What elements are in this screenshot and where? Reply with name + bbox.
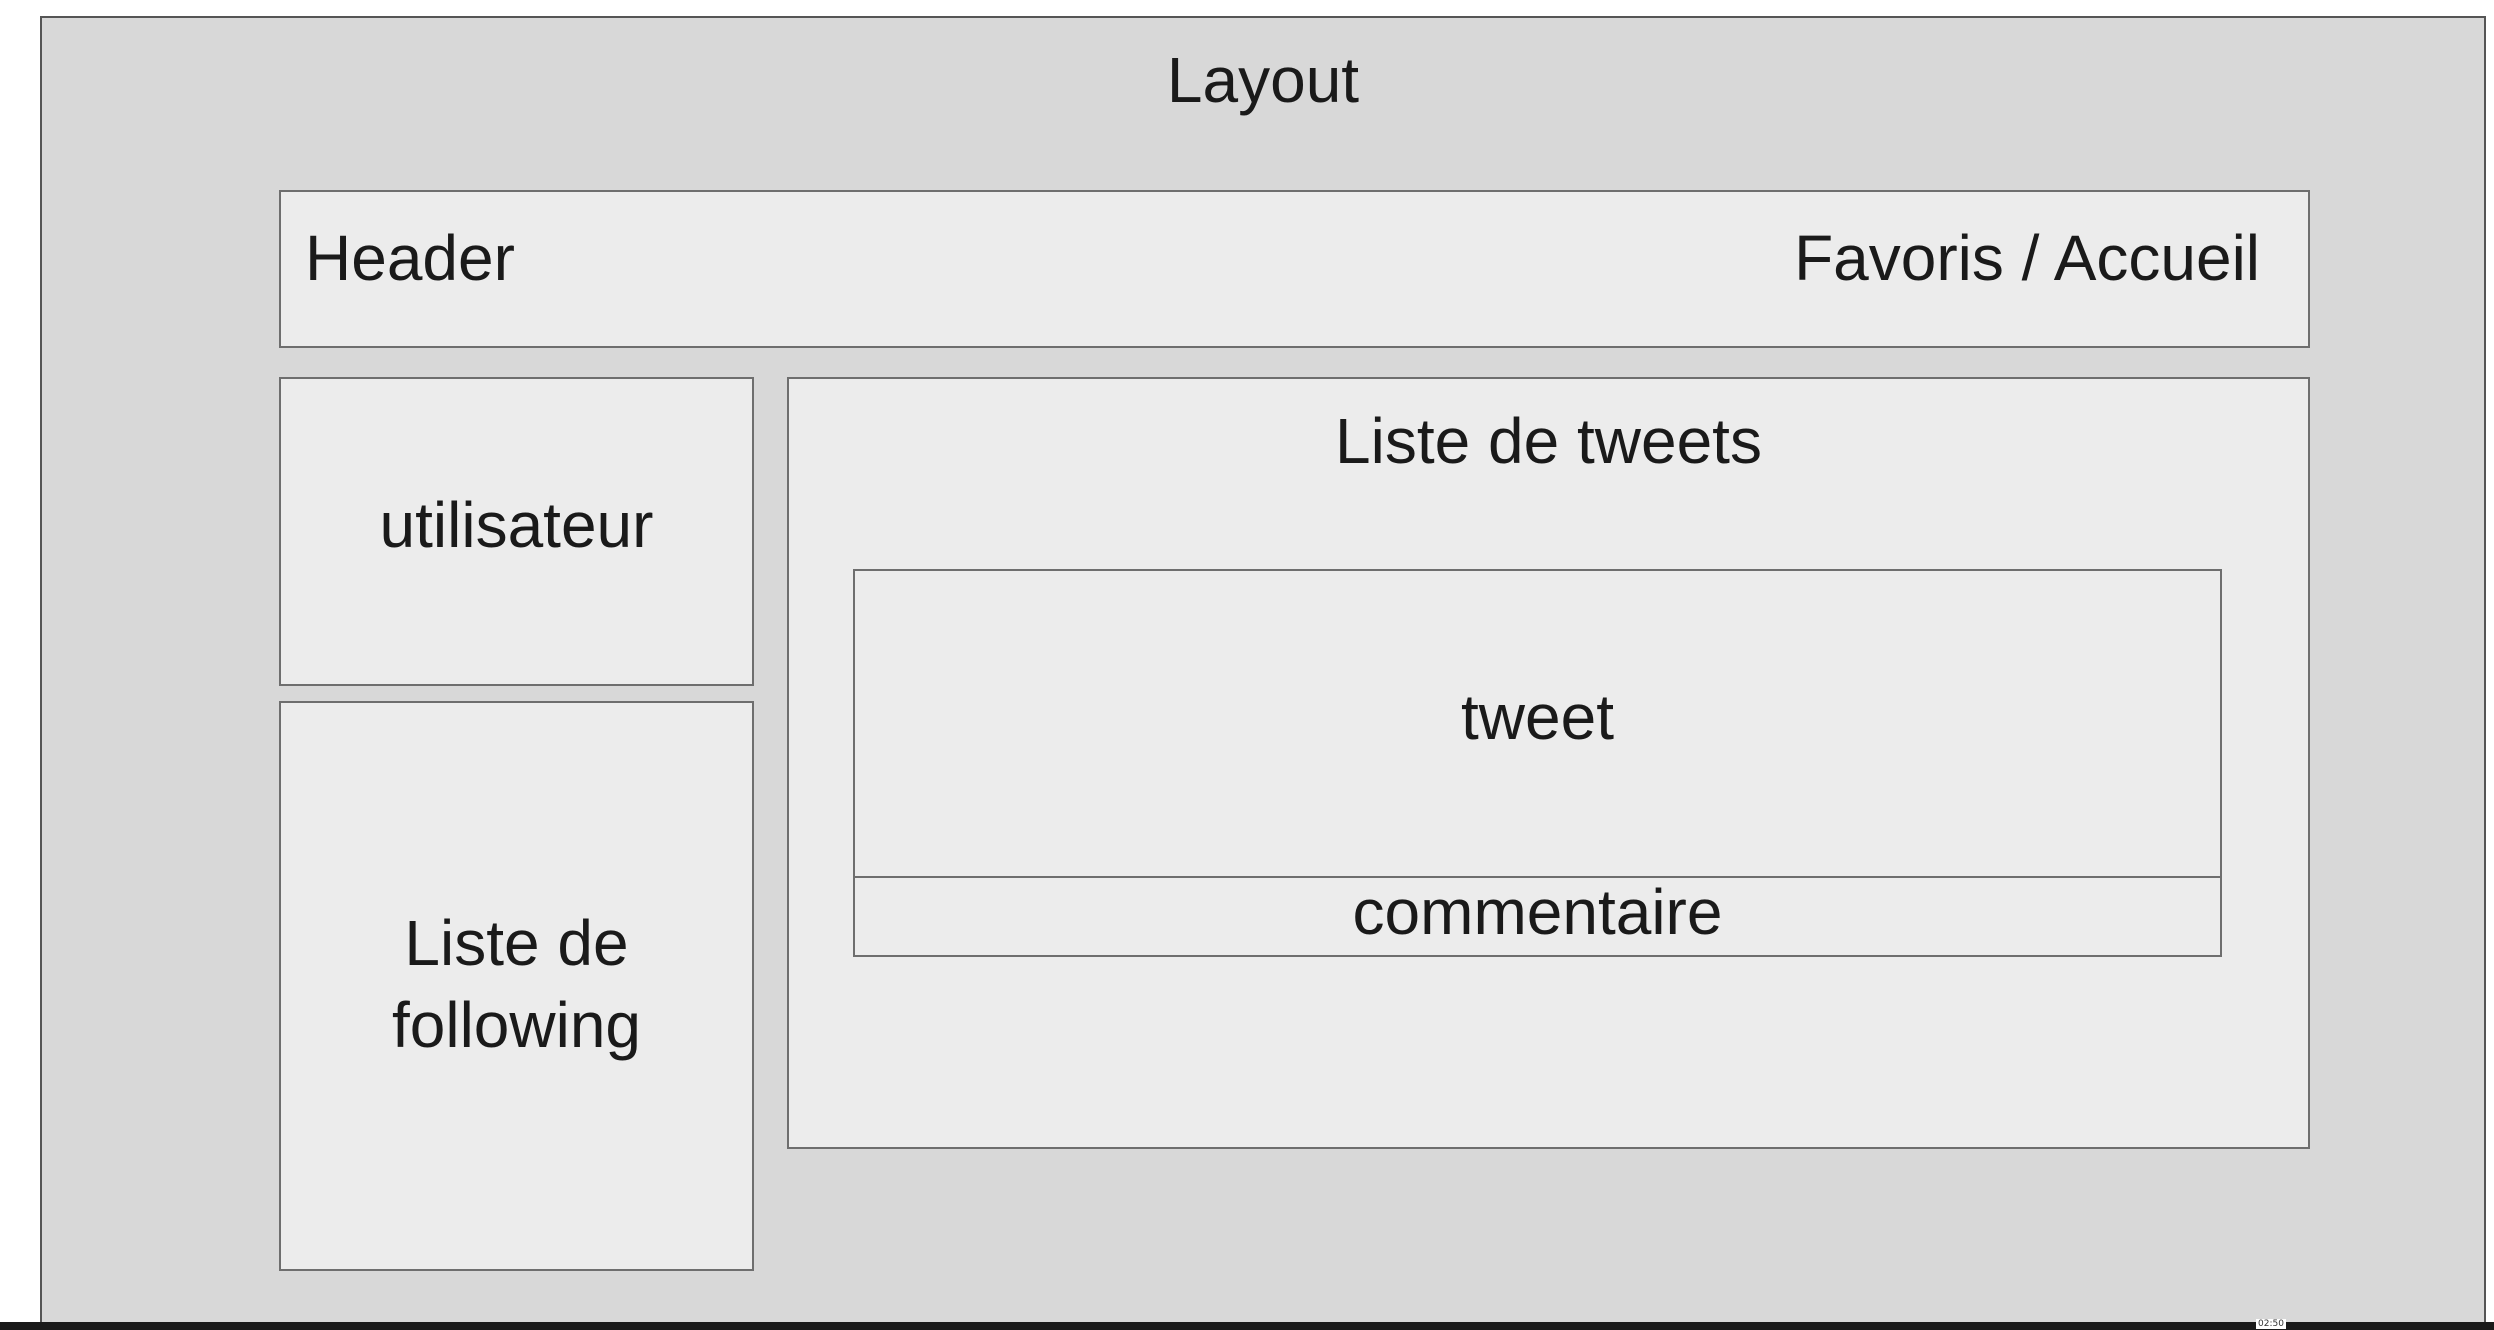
tweet-label: tweet <box>1461 681 1614 753</box>
header-box: Header Favoris / Accueil <box>279 190 2310 348</box>
comment-box: commentaire <box>853 876 2222 957</box>
tweet-list-title: Liste de tweets <box>1335 405 1762 477</box>
user-box: utilisateur <box>279 377 754 686</box>
comment-label: commentaire <box>1352 876 1723 948</box>
video-timestamp: 02:50 <box>2256 1319 2286 1329</box>
tweet-box: tweet <box>853 569 2222 878</box>
layout-title: Layout <box>1166 44 1360 116</box>
header-nav-label: Favoris / Accueil <box>1794 222 2260 294</box>
following-label-line1: Liste de <box>404 907 629 979</box>
following-label-line2: following <box>391 989 642 1061</box>
following-list-box: Liste de following <box>279 701 754 1271</box>
user-label: utilisateur <box>379 489 654 561</box>
header-label: Header <box>305 222 515 294</box>
video-progress-strip <box>0 1322 2494 1330</box>
